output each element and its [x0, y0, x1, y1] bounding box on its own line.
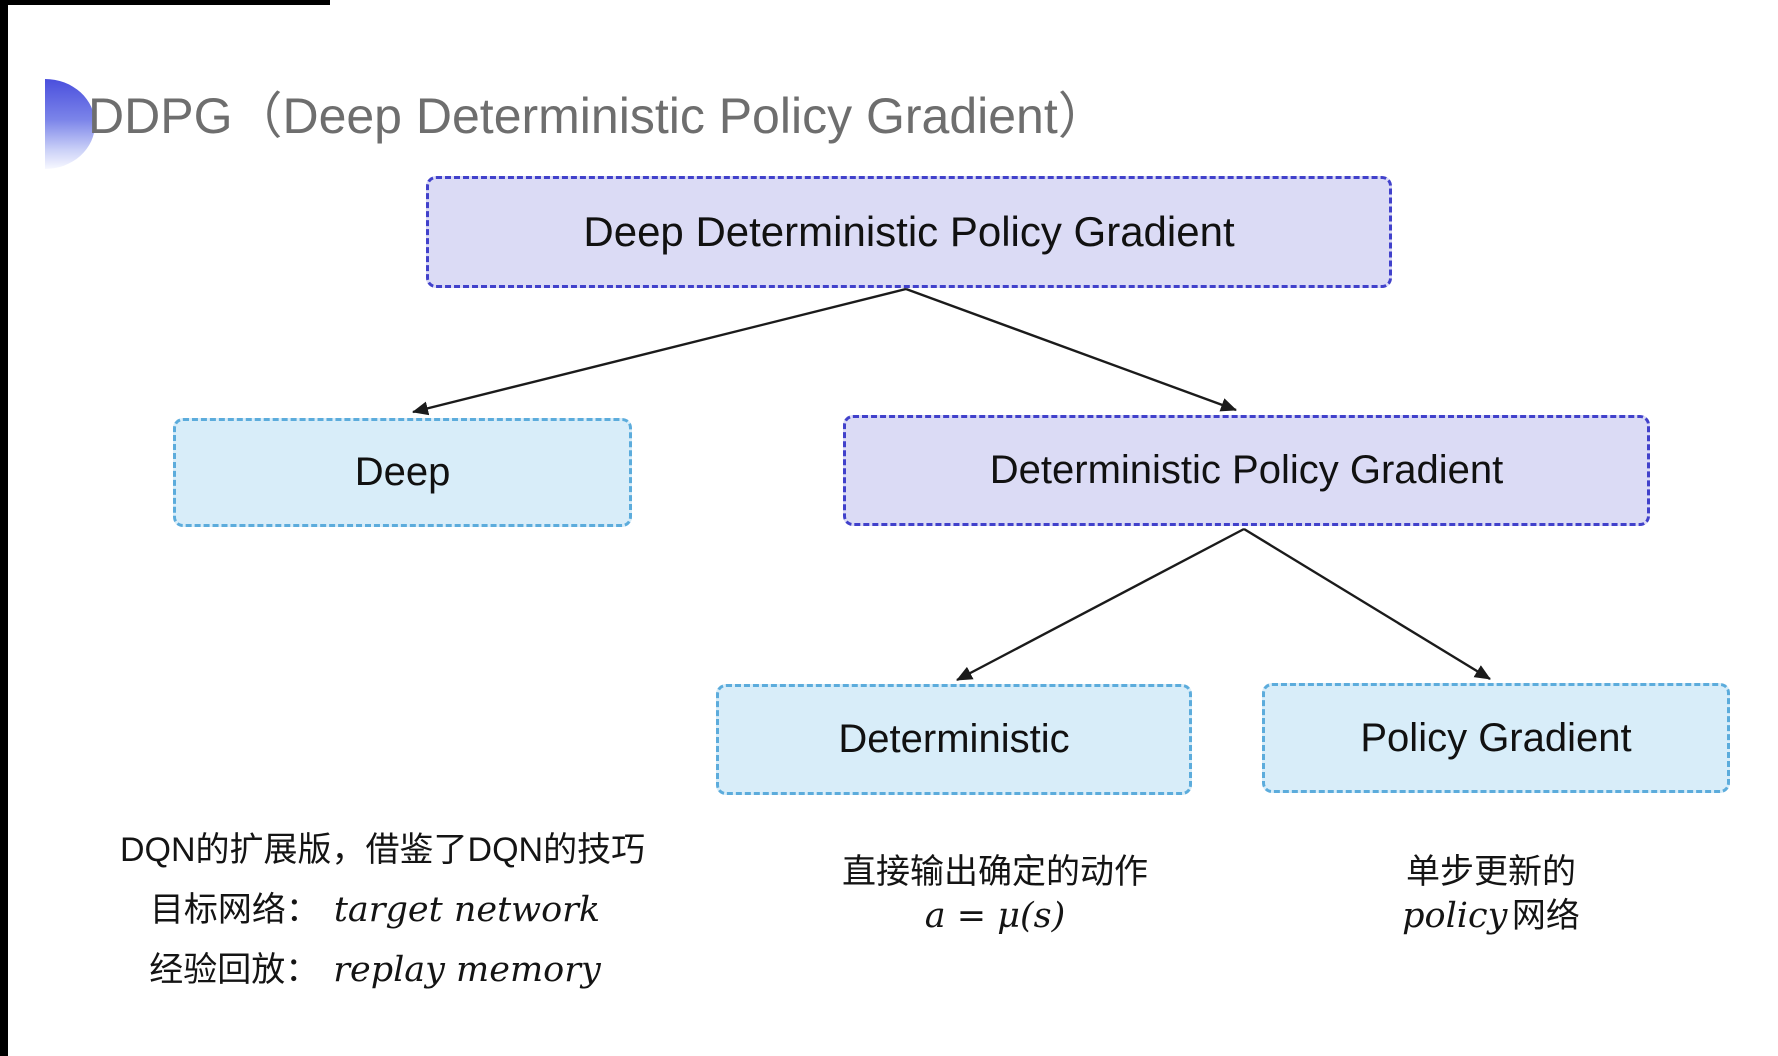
note-pg-line1: 单步更新的	[1406, 853, 1576, 891]
node-label: Deep Deterministic Policy Gradient	[583, 208, 1235, 255]
node-deep-deterministic-policy-gradient: Deep Deterministic Policy Gradient	[426, 176, 1392, 288]
edge-root-to-deep	[412, 287, 907, 416]
node-label: Policy Gradient	[1360, 715, 1632, 760]
note-deterministic: 直接输出确定的动作 a = μ(s)	[795, 850, 1195, 938]
node-policy-gradient: Policy Gradient	[1262, 683, 1730, 793]
note-det-formula: a = μ(s)	[924, 896, 1066, 936]
note-deep-line3-label: 经验回放：	[149, 951, 320, 989]
edge-dpg-to-policy-gradient	[1243, 527, 1491, 681]
note-policy-gradient: 单步更新的 policy 网络	[1291, 850, 1691, 938]
edge-root-to-dpg	[905, 287, 1237, 412]
note-pg-line2: policy 网络	[1291, 894, 1691, 938]
note-det-line1: 直接输出确定的动作	[842, 853, 1148, 891]
edge-dpg-to-deterministic	[956, 527, 1245, 682]
node-deep: Deep	[173, 418, 632, 527]
node-label: Deterministic	[838, 717, 1070, 761]
page-title: DDPG（Deep Deterministic Policy Gradient）	[88, 88, 1108, 144]
note-pg-line2-italic: policy	[1402, 896, 1508, 936]
note-deep-line1: DQN的扩展版，借鉴了DQN的技巧	[120, 831, 646, 869]
note-deep-line2-label: 目标网络：	[149, 891, 320, 929]
note-deep-line3-value: replay memory	[333, 950, 601, 990]
note-deep-line2: 目标网络： target network	[120, 880, 630, 940]
node-deterministic-policy-gradient: Deterministic Policy Gradient	[843, 415, 1650, 526]
note-deep-line2-value: target network	[333, 890, 601, 930]
letterbox-top-edge	[0, 0, 330, 5]
letterbox-left-edge	[0, 0, 8, 1056]
note-pg-line2-rest: 网络	[1511, 897, 1580, 935]
note-deep: DQN的扩展版，借鉴了DQN的技巧 目标网络： target network 经验…	[120, 820, 646, 1000]
node-deterministic: Deterministic	[716, 684, 1192, 795]
node-label: Deterministic Policy Gradient	[989, 448, 1504, 492]
node-label: Deep	[354, 450, 451, 494]
note-deep-line3: 经验回放： replay memory	[120, 940, 630, 1000]
